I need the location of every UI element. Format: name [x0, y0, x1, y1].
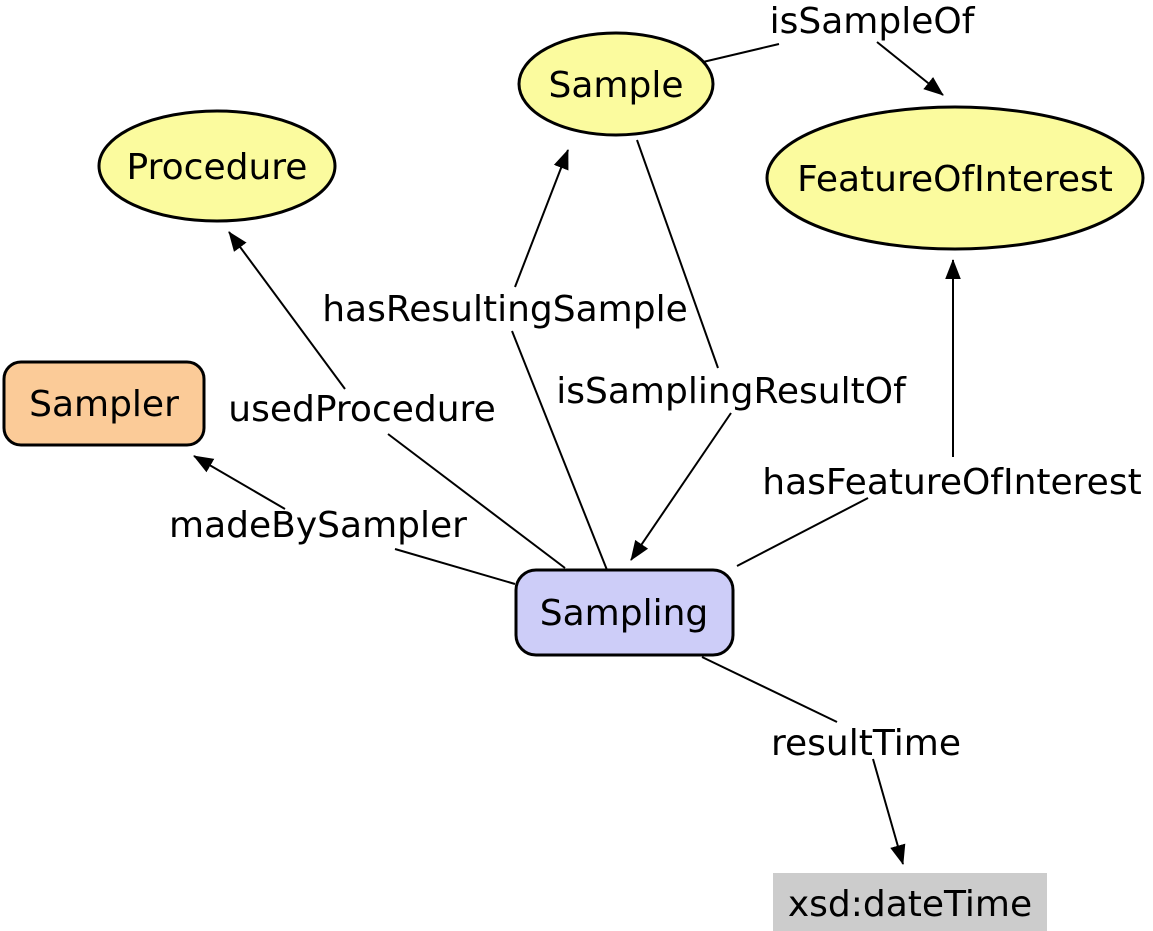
edge-isSamplingResultOf-segment [636, 139, 719, 369]
edge-label-madeBySampler: madeBySampler [169, 505, 467, 546]
node-xsd-datetime-label: xsd:dateTime [788, 884, 1032, 925]
edge-isSamplingResultOf-arrow [630, 412, 732, 561]
node-sample-label: Sample [549, 65, 684, 106]
edge-usedProcedure-arrow [228, 231, 346, 390]
node-procedure [97, 109, 337, 223]
edge-label-resultTime: resultTime [771, 723, 961, 764]
node-sample [517, 31, 715, 137]
edge-hasFeatureOfInterest-segment [736, 497, 869, 567]
node-sampling [514, 568, 735, 657]
edge-isSampleOf-arrow [876, 41, 944, 96]
edge-label-hasFeatureOfInterest: hasFeatureOfInterest [762, 462, 1141, 503]
edge-resultTime-segment [701, 656, 838, 723]
edge-madeBySampler-segment [394, 548, 516, 585]
node-procedure-label: Procedure [127, 147, 308, 188]
node-sampler [2, 360, 206, 447]
edge-label-hasResultingSample: hasResultingSample [322, 289, 688, 330]
node-feature-of-interest [765, 105, 1145, 251]
edge-label-isSampleOf: isSampleOf [770, 1, 976, 42]
edge-label-isSamplingResultOf: isSamplingResultOf [556, 371, 907, 412]
node-feature-of-interest-label: FeatureOfInterest [797, 159, 1113, 200]
edge-hasResultingSample-arrow [514, 149, 569, 288]
node-xsd-datetime [773, 873, 1047, 931]
edge-resultTime-arrow [872, 758, 906, 865]
edge-label-usedProcedure: usedProcedure [228, 389, 495, 430]
edge-usedProcedure-segment [387, 433, 566, 569]
node-sampler-label: Sampler [29, 384, 179, 425]
edge-isSampleOf-segment [702, 43, 780, 63]
edge-hasResultingSample-segment [511, 330, 608, 571]
edge-madeBySampler-arrow [193, 455, 286, 510]
node-sampling-label: Sampling [540, 593, 709, 634]
